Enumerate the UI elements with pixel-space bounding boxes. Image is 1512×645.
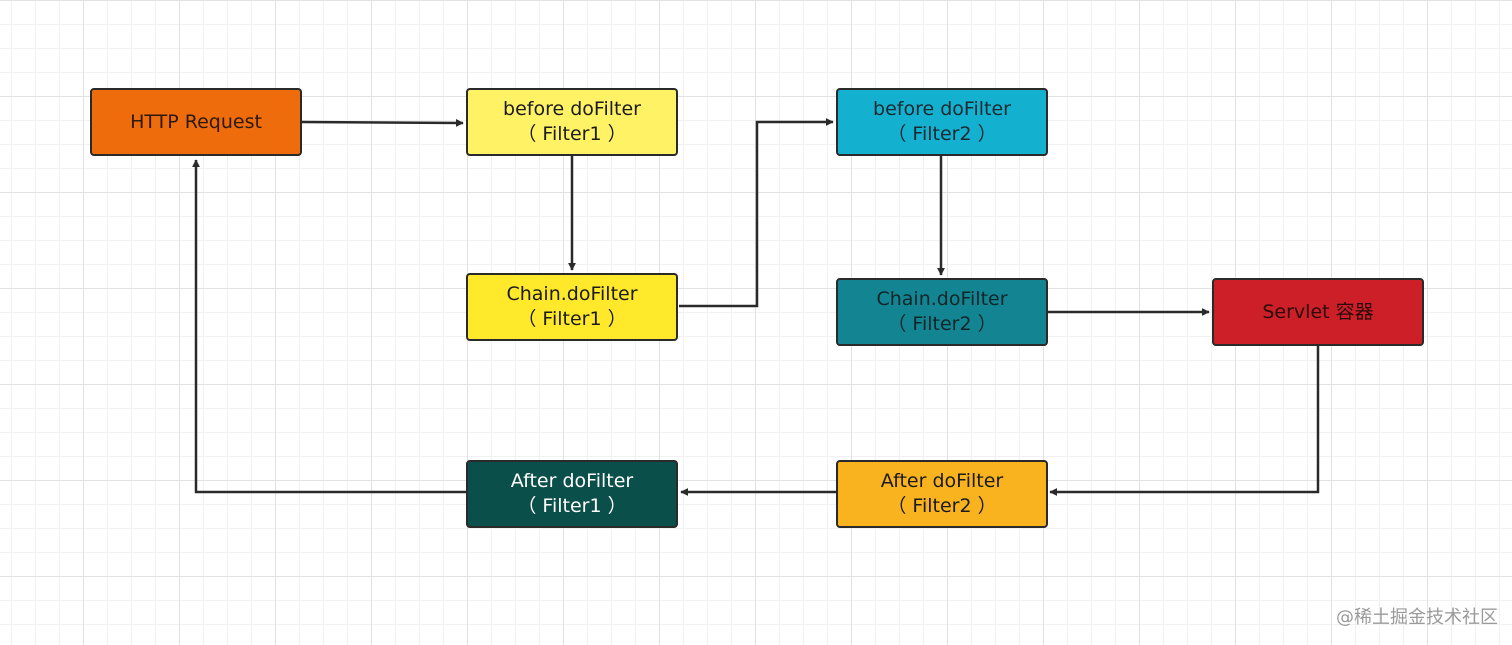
edge-http-request-to-before-filter1 bbox=[301, 118, 464, 127]
node-chain-filter1-line2: （ Filter1 ） bbox=[517, 308, 627, 330]
node-after-filter1: After doFilter （ Filter1 ） bbox=[466, 460, 678, 528]
node-chain-filter2: Chain.doFilter （ Filter2 ） bbox=[836, 278, 1048, 346]
node-before-filter2: before doFilter （ Filter2 ） bbox=[836, 88, 1048, 156]
node-after-filter1-line2: （ Filter1 ） bbox=[517, 495, 627, 517]
node-chain-filter1: Chain.doFilter （ Filter1 ） bbox=[466, 273, 678, 341]
node-before-filter1: before doFilter （ Filter1 ） bbox=[466, 88, 678, 156]
edge-after-filter1-to-http-request bbox=[192, 159, 466, 494]
node-chain-filter1-line1: Chain.doFilter bbox=[506, 283, 638, 305]
node-before-filter2-line1: before doFilter bbox=[873, 98, 1011, 120]
edge-servlet-to-after-filter2 bbox=[1049, 346, 1320, 496]
node-http-request-label: HTTP Request bbox=[130, 110, 262, 133]
node-before-filter1-line1: before doFilter bbox=[503, 98, 641, 120]
node-servlet-label: Servlet 容器 bbox=[1262, 300, 1374, 323]
node-chain-filter2-line2: （ Filter2 ） bbox=[887, 313, 997, 335]
node-after-filter2: After doFilter （ Filter2 ） bbox=[836, 460, 1048, 528]
watermark: @稀土掘金技术社区 bbox=[1336, 607, 1498, 628]
node-before-filter1-line2: （ Filter1 ） bbox=[517, 123, 627, 145]
node-after-filter2-line1: After doFilter bbox=[880, 470, 1004, 492]
node-chain-filter2-line1: Chain.doFilter bbox=[876, 288, 1008, 310]
node-after-filter1-line1: After doFilter bbox=[510, 470, 634, 492]
edge-chain-filter1-to-before-filter2 bbox=[679, 118, 834, 308]
node-servlet: Servlet 容器 bbox=[1212, 278, 1424, 346]
node-after-filter2-line2: （ Filter2 ） bbox=[887, 495, 997, 517]
node-before-filter2-line2: （ Filter2 ） bbox=[887, 123, 997, 145]
node-http-request: HTTP Request bbox=[90, 88, 302, 156]
